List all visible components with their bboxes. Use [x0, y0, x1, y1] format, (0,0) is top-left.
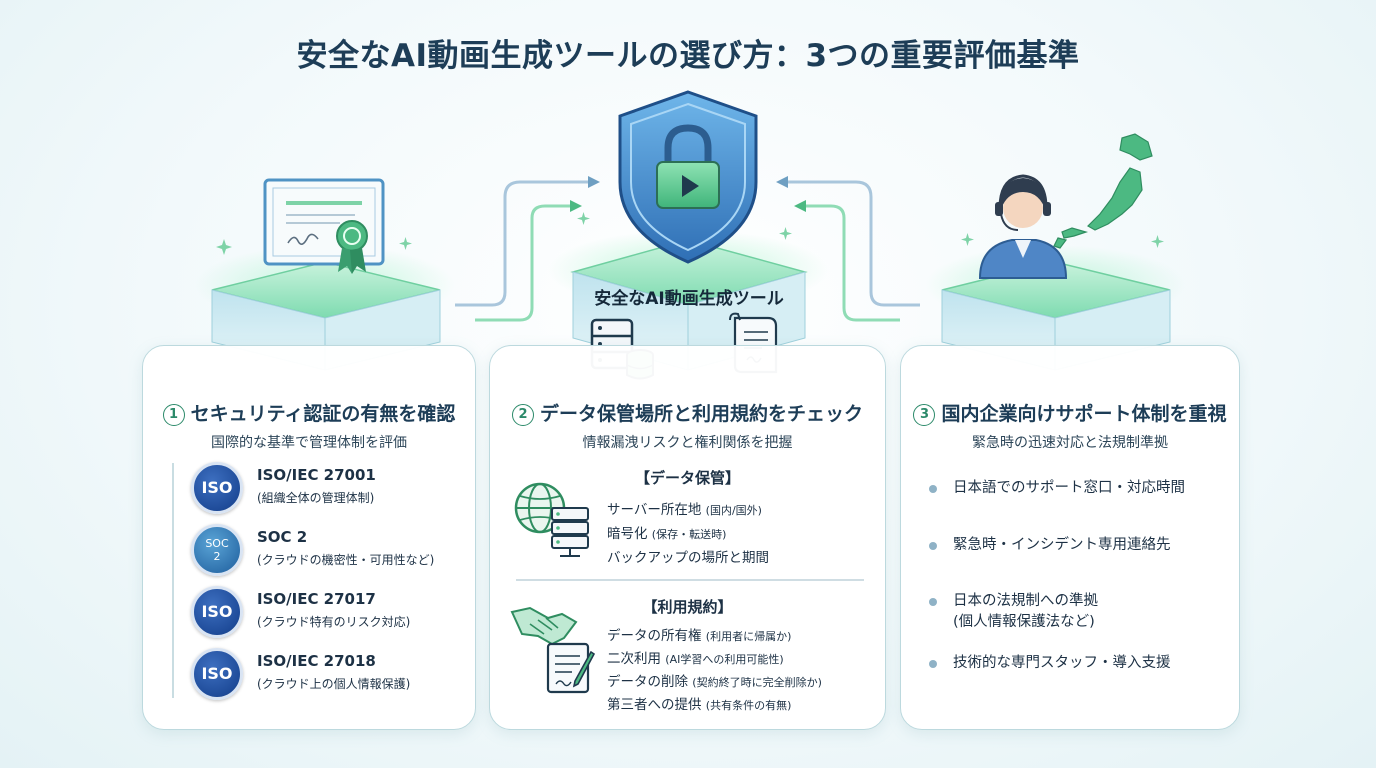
step-number-badge: 3 — [913, 404, 936, 426]
panel-subtitle: 情報漏洩リスクと権利関係を把握 — [582, 435, 793, 451]
support-item: 技術的な専門スタッフ・導入支援 — [953, 655, 1171, 671]
storage-item: バックアップの場所と期間 — [607, 546, 769, 566]
handshake-contract-icon — [510, 606, 596, 694]
bullet-dot — [929, 485, 937, 493]
item-note: (利用者に帰属か) — [705, 630, 792, 643]
storage-section-heading: 【データ保管】 — [634, 469, 740, 487]
left-platform — [195, 245, 455, 371]
center-tool-label: 安全なAI動画生成ツール — [594, 289, 784, 309]
cert-desc: (クラウド特有のリスク対応) — [257, 615, 411, 629]
panel-subtitle: 国際的な基準で管理体制を評価 — [211, 435, 407, 451]
item-note: (国内/国外) — [705, 504, 762, 517]
item-main: サーバー所在地 — [607, 502, 702, 518]
item-main: 第三者への提供 — [607, 697, 702, 713]
support-item: 緊急時・インシデント専用連絡先 — [953, 537, 1171, 553]
terms-item: 第三者への提供 (共有条件の有無) — [607, 693, 791, 713]
timeline-line — [172, 463, 174, 698]
support-item-note: (個人情報保護法など) — [953, 614, 1095, 630]
cert-name: ISO/IEC 27018 — [257, 652, 376, 670]
step-number-badge: 2 — [511, 404, 534, 426]
panel-subtitle: 緊急時の迅速対応と法規制準拠 — [972, 435, 1168, 451]
iso-badge-icon: ISO — [191, 462, 243, 514]
soc-badge-bottom: 2 — [213, 550, 221, 563]
cert-name: SOC 2 — [257, 528, 308, 546]
bullet-dot — [929, 542, 937, 550]
panel-title-text: 国内企業向けサポート体制を重視 — [941, 403, 1227, 425]
item-note: (共有条件の有無) — [705, 699, 792, 712]
step-number-badge: 1 — [162, 404, 185, 426]
support-item: 日本の法規制への準拠 — [953, 593, 1098, 609]
terms-section-heading: 【利用規約】 — [642, 598, 733, 616]
bullet-dot — [929, 598, 937, 606]
certificate-icon — [263, 178, 385, 274]
support-operator-icon — [978, 174, 1068, 279]
globe-server-icon — [514, 482, 589, 557]
cert-desc: (クラウド上の個人情報保護) — [257, 677, 411, 691]
item-main: 二次利用 — [607, 651, 661, 667]
terms-item: データの所有権 (利用者に帰属か) — [607, 624, 791, 644]
cert-name: ISO/IEC 27001 — [257, 466, 376, 484]
terms-item: データの削除 (契約終了時に完全削除か) — [607, 670, 822, 690]
storage-item: 暗号化 (保存・転送時) — [607, 522, 726, 542]
item-main: バックアップの場所と期間 — [607, 550, 769, 566]
iso-badge-icon: ISO — [191, 648, 243, 700]
connector-arrows — [455, 176, 920, 322]
support-item: 日本語でのサポート窓口・対応時間 — [953, 480, 1185, 496]
item-note: (契約終了時に完全削除か) — [692, 676, 822, 689]
panel-title-text: セキュリティ認証の有無を確認 — [190, 403, 456, 425]
panel-title-text: データ保管場所と利用規約をチェック — [539, 403, 863, 425]
item-main: 暗号化 — [607, 526, 648, 542]
iso-badge-icon: ISO — [191, 586, 243, 638]
japan-map-icon — [1053, 133, 1153, 249]
cert-name: ISO/IEC 27017 — [257, 590, 376, 608]
cert-desc: (クラウドの機密性・可用性など) — [257, 553, 435, 567]
soc-badge-top: SOC — [205, 537, 229, 550]
storage-item: サーバー所在地 (国内/国外) — [607, 498, 762, 518]
terms-item: 二次利用 (AI学習への利用可能性) — [607, 647, 784, 667]
cert-desc: (組織全体の管理体制) — [257, 491, 375, 505]
page-title: 安全なAI動画生成ツールの選び方：3つの重要評価基準 — [296, 38, 1080, 74]
shield-lock-icon — [618, 90, 758, 264]
item-main: データの削除 — [607, 674, 688, 690]
sparkle-decorations — [216, 212, 1164, 255]
bullet-dot — [929, 660, 937, 668]
item-note: (AI学習への利用可能性) — [665, 653, 784, 666]
item-main: データの所有権 — [607, 628, 702, 644]
section-divider — [516, 579, 864, 581]
item-note: (保存・転送時) — [651, 528, 727, 541]
